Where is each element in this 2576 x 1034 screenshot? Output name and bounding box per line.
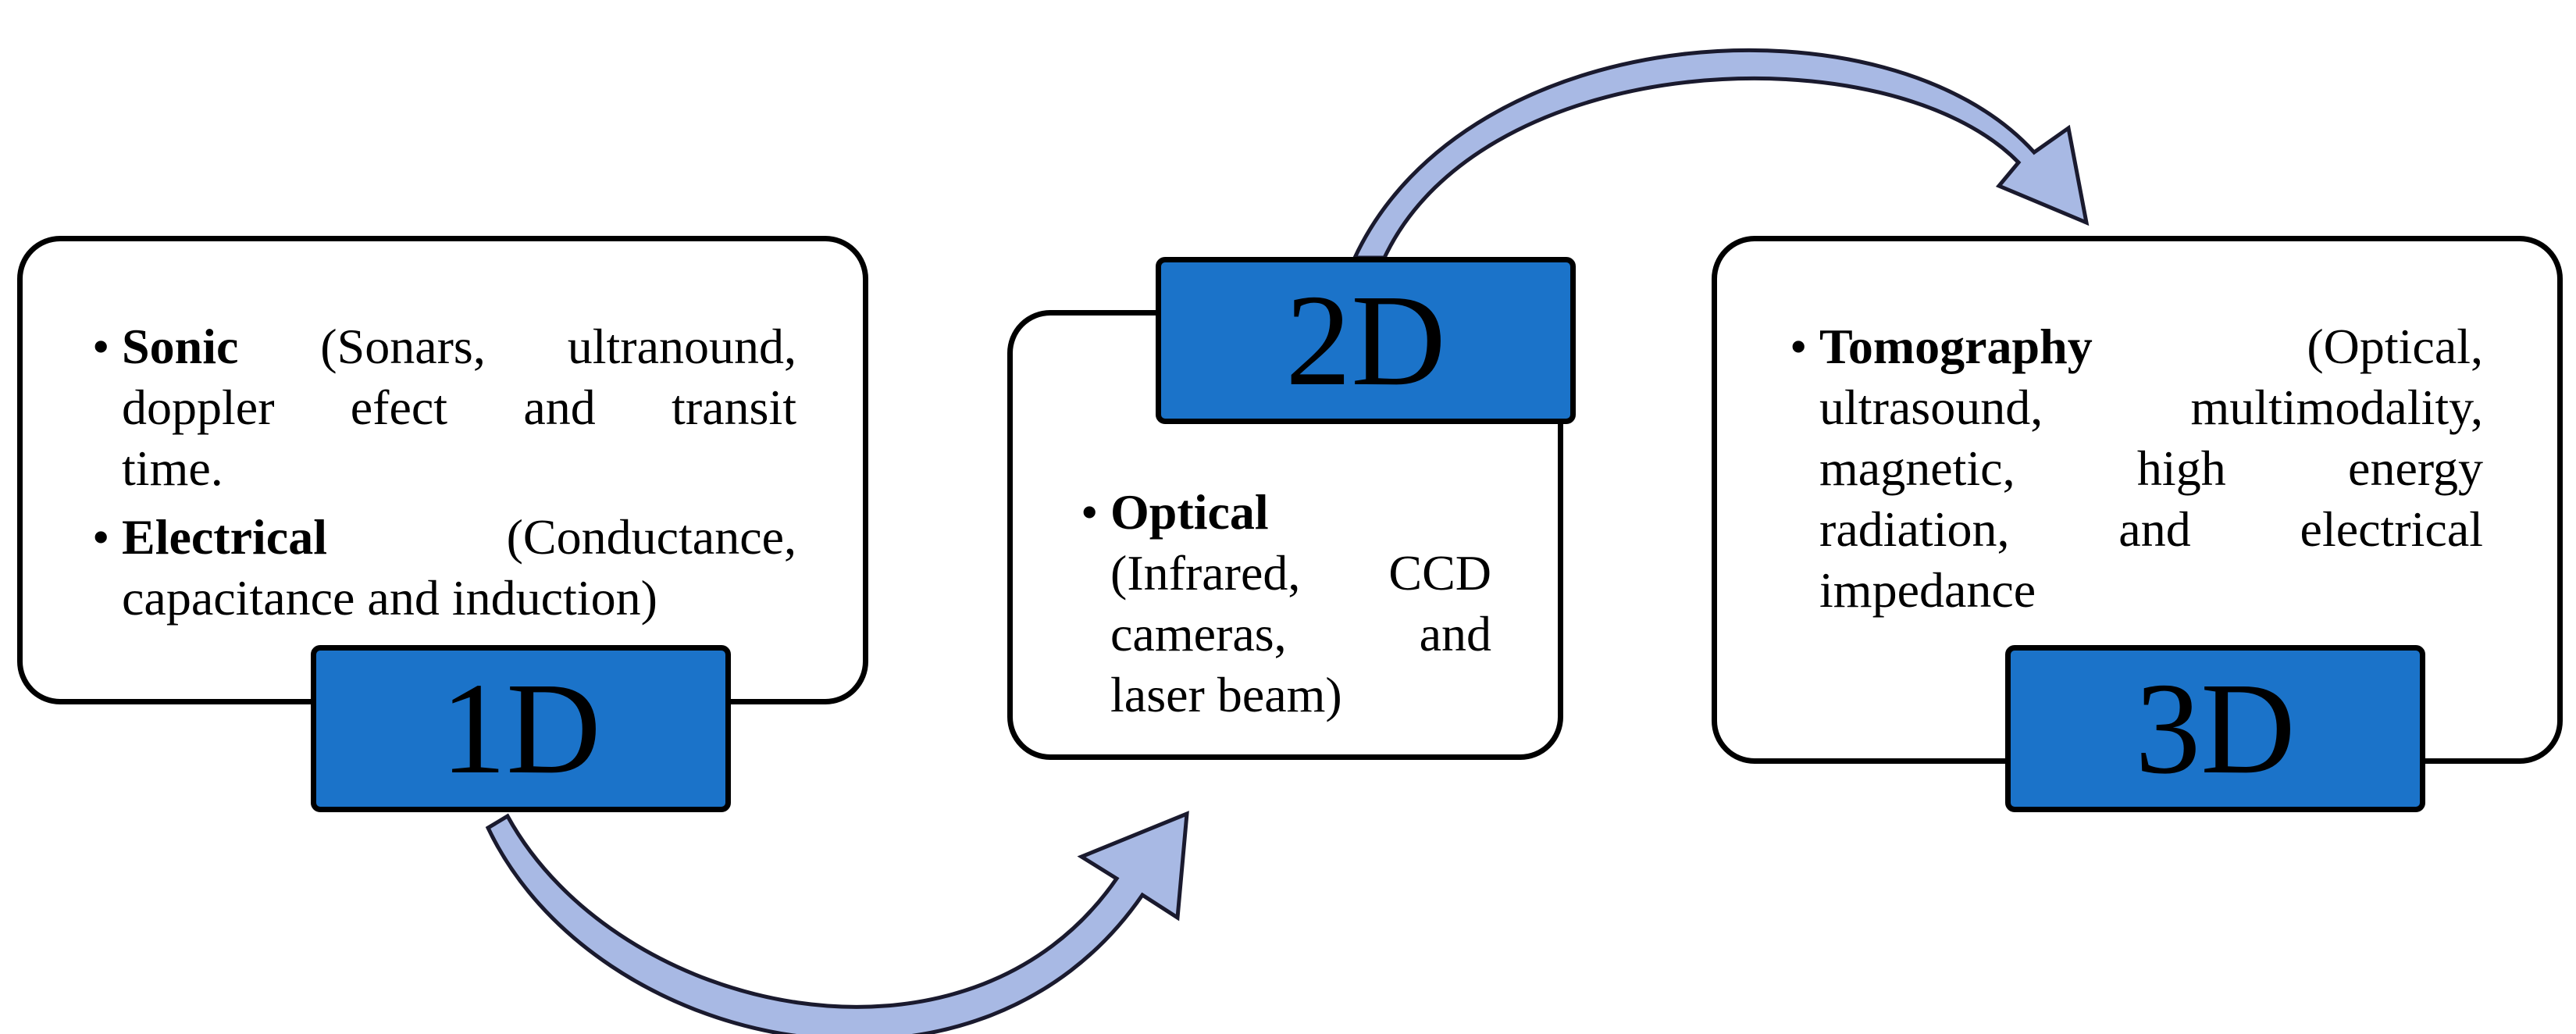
item-line: Electrical (Conductance, bbox=[122, 507, 796, 568]
bullet-icon: • bbox=[1081, 484, 1099, 540]
arrow-2d-to-3d bbox=[1352, 48, 2090, 260]
item-line: doppler efect and transit bbox=[122, 380, 796, 435]
item-text: (Conductance, bbox=[326, 509, 796, 565]
stage-3d-text: • Tomography (Optical, ultrasound, multi… bbox=[1790, 316, 2483, 621]
stage-1d-item-electrical: • Electrical (Conductance, capacitance a… bbox=[92, 507, 796, 629]
bullet-icon: • bbox=[1790, 319, 1808, 374]
arrow-1d-to-2d bbox=[485, 811, 1189, 1034]
stage-2d-tag: 2D bbox=[1156, 257, 1576, 424]
item-line: impedance bbox=[1819, 562, 2036, 618]
item-text: (Optical, bbox=[2092, 319, 2483, 374]
stage-3d-tag: 3D bbox=[2005, 645, 2425, 812]
item-line: laser beam) bbox=[1110, 667, 1342, 722]
item-line: cameras, and bbox=[1110, 606, 1491, 661]
item-text: (Sonars, ultranound, bbox=[238, 319, 796, 374]
item-term: Sonic bbox=[122, 319, 239, 374]
stage-1d-text: • Sonic (Sonars, ultranound, doppler efe… bbox=[92, 316, 796, 629]
stage-2d-item-optical: • Optical (Infrared, CCD cameras, and la… bbox=[1081, 482, 1491, 726]
bullet-icon: • bbox=[92, 509, 110, 565]
item-line: Sonic (Sonars, ultranound, bbox=[122, 316, 796, 377]
bullet-icon: • bbox=[92, 319, 110, 374]
stage-2d-text: • Optical (Infrared, CCD cameras, and la… bbox=[1081, 482, 1491, 726]
item-term: Optical bbox=[1110, 484, 1269, 540]
stage-1d-tag: 1D bbox=[311, 645, 731, 812]
item-line: Optical bbox=[1110, 482, 1491, 543]
item-term: Tomography bbox=[1819, 319, 2093, 374]
item-line: capacitance and induction) bbox=[122, 570, 657, 626]
item-line: (Infrared, CCD bbox=[1110, 545, 1491, 601]
stage-3d-item-tomography: • Tomography (Optical, ultrasound, multi… bbox=[1790, 316, 2483, 621]
stage-1d-item-sonic: • Sonic (Sonars, ultranound, doppler efe… bbox=[92, 316, 796, 499]
item-line: Tomography (Optical, bbox=[1819, 316, 2483, 377]
item-line: time. bbox=[122, 440, 223, 496]
item-line: radiation, and electrical bbox=[1819, 501, 2483, 557]
item-line: magnetic, high energy bbox=[1819, 440, 2483, 496]
item-line: ultrasound, multimodality, bbox=[1819, 380, 2483, 435]
stage-1d-panel bbox=[17, 236, 868, 704]
item-term: Electrical bbox=[122, 509, 327, 565]
